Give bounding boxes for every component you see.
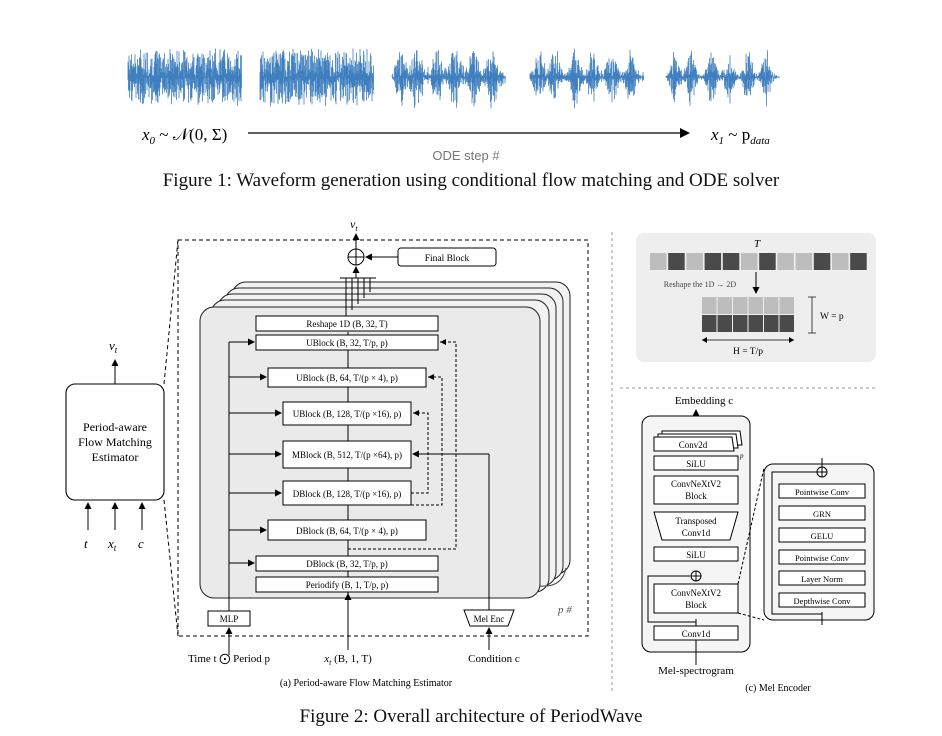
svg-text:MBlock (B, 512, T/(p ×64), p): MBlock (B, 512, T/(p ×64), p): [292, 450, 402, 460]
svg-text:Mel-spectrogram: Mel-spectrogram: [658, 665, 734, 677]
ode-step-label: ODE step #: [432, 148, 500, 163]
left-estimator-box: Period-aware Flow Matching Estimator vt …: [65, 338, 165, 553]
grid-cell: [717, 297, 732, 314]
estimator-dashed-frame: [177, 239, 589, 637]
svg-text:SiLU: SiLU: [686, 459, 706, 469]
svg-text:Estimator: Estimator: [92, 450, 139, 464]
sequence-cell: [741, 253, 758, 270]
condition-input: Condition c: [468, 653, 520, 665]
svg-text:ConvNeXtV2: ConvNeXtV2: [671, 479, 721, 489]
reshape-panel: T Reshape the 1D → 2D W = p H = T/p: [636, 233, 876, 362]
mel-enc-branch: Mel Enc: [412, 450, 515, 650]
sequence-cell: [850, 253, 867, 270]
svg-text:Layer Norm: Layer Norm: [801, 574, 843, 584]
svg-text:Periodify (B, 1, T/p, p): Periodify (B, 1, T/p, p): [306, 580, 389, 590]
ode-arrowhead: [680, 128, 690, 138]
svg-text:Pointwise Conv: Pointwise Conv: [795, 553, 850, 563]
figure1-caption: Figure 1: Waveform generation using cond…: [162, 170, 780, 191]
svg-text:Mel Enc: Mel Enc: [474, 614, 505, 624]
x1-label: x1 ~ pdata: [710, 125, 770, 147]
sequence-cell: [686, 253, 703, 270]
svg-text:Conv1d: Conv1d: [682, 528, 711, 538]
svg-text:c: c: [138, 536, 144, 551]
svg-text:MLP: MLP: [220, 614, 239, 624]
svg-text:(c) Mel Encoder: (c) Mel Encoder: [745, 683, 811, 694]
svg-text:GELU: GELU: [811, 531, 834, 541]
svg-text:vt: vt: [350, 217, 358, 233]
grid-cell: [702, 297, 717, 314]
estimator-caption: (a) Period-aware Flow Matching Estimator: [280, 678, 453, 689]
period-stack: p #: [199, 281, 572, 616]
svg-text:Reshape the 1D → 2D: Reshape the 1D → 2D: [664, 280, 737, 289]
time-period-input: Time t ⨀ Period p: [188, 653, 271, 665]
svg-text:DBlock (B, 128, T/(p ×16), p): DBlock (B, 128, T/(p ×16), p): [293, 489, 401, 499]
grid-cell: [748, 315, 763, 332]
svg-text:Block: Block: [685, 491, 707, 501]
estimator-blocks: Reshape 1D (B, 32, T) UBlock (B, 32, T/p…: [255, 315, 439, 593]
svg-text:W = p: W = p: [820, 312, 844, 322]
x0-label: x0 ~ 𝒩(0, Σ): [141, 125, 227, 147]
svg-text:Embedding c: Embedding c: [675, 395, 733, 407]
xt-input: xt (B, 1, T): [323, 653, 372, 667]
svg-text:UBlock (B, 64, T/(p × 4), p): UBlock (B, 64, T/(p × 4), p): [296, 373, 398, 383]
grid-cell: [733, 297, 748, 314]
svg-text:Transposed: Transposed: [675, 516, 717, 526]
sequence-cell: [795, 253, 813, 270]
svg-text:p #: p #: [557, 604, 572, 616]
svg-text:Final Block: Final Block: [425, 254, 470, 264]
sequence-cell: [668, 253, 685, 270]
waveform-4: [529, 48, 644, 109]
sequence-cell: [759, 253, 776, 270]
convnext-detail: Pointwise Conv GRN GELU Pointwise Conv L…: [763, 458, 875, 625]
grid-cell: [748, 297, 763, 314]
grid-cell: [779, 297, 794, 314]
svg-text:Depthwise Conv: Depthwise Conv: [794, 596, 852, 606]
svg-text:Period-aware: Period-aware: [83, 420, 147, 434]
mlp-branch: MLP: [207, 338, 282, 655]
skip-connections: [348, 341, 457, 550]
waveform-5: [665, 50, 780, 107]
svg-text:vt: vt: [109, 338, 118, 355]
svg-text:Flow Matching: Flow Matching: [78, 435, 152, 449]
grid-cell: [764, 297, 779, 314]
sequence-cell: [650, 253, 667, 270]
sequence-cell: [722, 253, 740, 270]
svg-text:UBlock (B, 128, T/(p ×16), p): UBlock (B, 128, T/(p ×16), p): [293, 409, 401, 419]
svg-text:UBlock (B, 32, T/p, p): UBlock (B, 32, T/p, p): [306, 338, 388, 348]
grid-cell: [779, 315, 794, 332]
svg-text:H = T/p: H = T/p: [733, 347, 763, 357]
svg-text:t: t: [84, 536, 88, 551]
waveform-3: [391, 50, 506, 109]
waveform-2: [259, 48, 374, 107]
figure1-diagram: x0 ~ 𝒩(0, Σ) x1 ~ pdata ODE step #: [127, 48, 780, 163]
svg-text:ConvNeXtV2: ConvNeXtV2: [671, 588, 721, 598]
grid-cell: [702, 315, 717, 332]
grid-cell: [717, 315, 732, 332]
sequence-cell: [704, 253, 722, 270]
svg-text:T: T: [754, 238, 761, 250]
sequence-cell: [832, 253, 849, 270]
svg-text:Conv1d: Conv1d: [682, 629, 711, 639]
svg-text:DBlock (B, 64, T/(p × 4), p): DBlock (B, 64, T/(p × 4), p): [296, 526, 398, 536]
svg-text:Reshape 1D (B, 32, T): Reshape 1D (B, 32, T): [306, 319, 387, 329]
svg-text:GRN: GRN: [813, 509, 831, 519]
estimator-output: vt Final Block: [340, 217, 497, 316]
svg-text:xt: xt: [107, 536, 117, 553]
grid-cell: [733, 315, 748, 332]
svg-text:Block: Block: [685, 600, 707, 610]
waveform-1: [127, 48, 242, 106]
svg-text:SiLU: SiLU: [686, 550, 706, 560]
svg-text:DBlock (B, 32, T/p, p): DBlock (B, 32, T/p, p): [306, 559, 388, 569]
svg-text:p: p: [739, 452, 744, 460]
sequence-cell: [777, 253, 794, 270]
svg-text:Conv2d: Conv2d: [679, 440, 708, 450]
sequence-cell: [813, 253, 831, 270]
grid-cell: [764, 315, 779, 332]
svg-text:Pointwise Conv: Pointwise Conv: [795, 487, 850, 497]
waveform-strip: [127, 48, 780, 109]
figure2-caption: Figure 2: Overall architecture of Period…: [299, 706, 643, 727]
mel-encoder: Embedding c Conv2d p SiLU ConvNeXtV2 Blo…: [641, 395, 811, 694]
